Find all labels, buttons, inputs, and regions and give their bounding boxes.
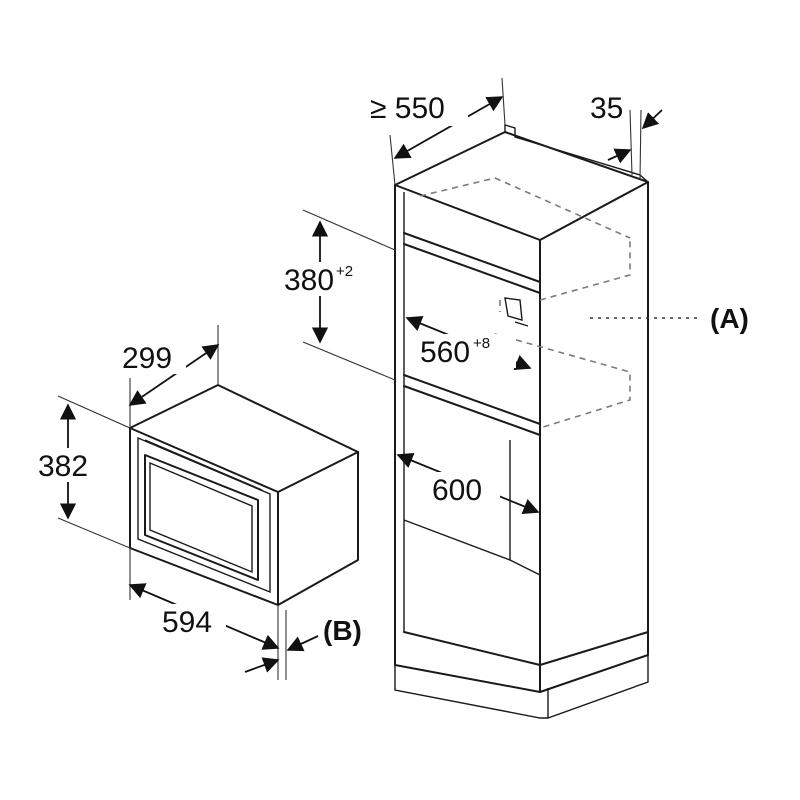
cabinet-width-label: 600	[432, 474, 482, 507]
niche-dashed-outline	[419, 177, 631, 429]
side-gap-arrow-right	[641, 109, 663, 130]
label-masks	[36, 92, 516, 638]
niche-width-label: 560	[420, 336, 470, 369]
dimension-arrows	[59, 96, 663, 673]
niche-width-tolerance: +8	[473, 335, 490, 352]
appliance-depth-arrow	[128, 344, 220, 406]
side-gap-label: 35	[590, 92, 623, 125]
depth-min-arrow	[393, 96, 504, 159]
callout-a-label: (A)	[710, 303, 749, 334]
gap-b-arrow-left	[244, 657, 280, 673]
appliance-depth-label: 299	[122, 342, 172, 375]
depth-min-label: ≥ 550	[370, 92, 445, 125]
niche-height-tolerance: +2	[336, 263, 353, 280]
appliance-width-label: 594	[162, 606, 212, 639]
appliance-height-label: 382	[38, 450, 88, 483]
built-in-appliance	[129, 384, 359, 606]
cable-opening	[504, 297, 529, 327]
extension-lines	[57, 77, 642, 680]
gap-b-arrow-right	[286, 635, 319, 652]
tall-cabinet	[394, 124, 649, 719]
niche-height-label: 380	[284, 264, 334, 297]
callout-b-label: (B)	[323, 615, 362, 646]
side-gap-arrow-left	[607, 148, 632, 164]
